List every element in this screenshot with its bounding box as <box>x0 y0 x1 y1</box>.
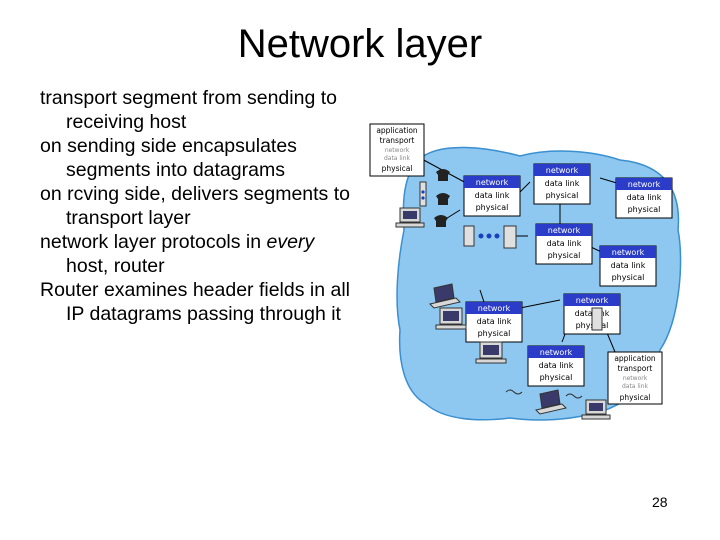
page-number: 28 <box>652 494 668 510</box>
router-1-physical: physical <box>476 203 509 212</box>
sender-protocol-stack: application transport network data link … <box>369 123 425 177</box>
slide-title: Network layer <box>237 22 483 66</box>
telephone-icon <box>434 215 448 227</box>
laptop-icon <box>535 389 567 415</box>
bullet-receiving-side: on rcving side, delivers segments to tra… <box>40 183 350 229</box>
wireless-icon <box>505 389 523 395</box>
bullet-every-emphasis: every <box>266 231 315 253</box>
server-icon <box>591 307 603 331</box>
router-4-network-box <box>536 224 592 236</box>
receiver-transport-layer: transport <box>618 364 653 373</box>
router-3-physical: physical <box>628 205 661 214</box>
router-3-data-link: data link <box>627 193 662 202</box>
router-2-network-box <box>534 164 590 176</box>
wireless-icons <box>505 389 583 399</box>
router-6-network: network <box>478 304 511 313</box>
router-3-network-box <box>616 178 672 190</box>
router-2-data-link: data link <box>545 179 580 188</box>
bullet-sending-side: on sending side encapsulates segments in… <box>40 135 297 181</box>
router-1-data-link: data link <box>475 191 510 200</box>
bullet-router-examines: Router examines header fields in all IP … <box>40 279 351 325</box>
router-1-network: network <box>476 178 509 187</box>
connector-dots <box>421 190 500 239</box>
telephone-icon <box>436 193 450 205</box>
receiver-physical-layer: physical <box>620 393 651 402</box>
router-6-physical: physical <box>478 329 511 338</box>
router-4-physical: physical <box>548 251 581 260</box>
server-icon <box>503 225 517 249</box>
server-icons <box>419 181 603 331</box>
bullet-transport-segment: transport segment from sending to receiv… <box>40 87 337 133</box>
laptop-icons <box>429 283 567 415</box>
router-4-network: network <box>548 226 581 235</box>
bullet-every-host-post: host, router <box>66 255 165 277</box>
router-6-data-link: data link <box>477 317 512 326</box>
sender-physical-layer: physical <box>382 164 413 173</box>
router-5-network-box <box>600 246 656 258</box>
router-7-network-box <box>564 294 620 306</box>
receiver-application-layer: application <box>614 354 656 363</box>
telephone-icons <box>434 169 450 227</box>
router-2-network: network <box>546 166 579 175</box>
router-7-network: network <box>576 296 609 305</box>
desktop-computer-icon <box>435 307 467 330</box>
server-icon <box>419 181 427 207</box>
server-icon <box>463 225 475 247</box>
router-5-network: network <box>612 248 645 257</box>
receiver-data-link-layer: data link <box>622 383 649 390</box>
network-diagram: application transport network data link … <box>369 123 682 421</box>
router-6-network-box <box>466 302 522 314</box>
wireless-icon <box>565 393 583 399</box>
receiver-stack-frame <box>607 351 663 405</box>
router-8-data-link: data link <box>539 361 574 370</box>
desktop-computer-icon <box>475 341 507 364</box>
sender-stack-frame <box>369 123 425 177</box>
router-8-network: network <box>540 348 573 357</box>
router-stack-8: network data link physical <box>527 345 585 387</box>
receiver-network-layer: network <box>623 375 648 382</box>
router-stack-2: network data link physical <box>533 163 591 205</box>
desktop-computer-icons <box>395 207 611 420</box>
router-5-data-link: data link <box>611 261 646 270</box>
router-stack-5: network data link physical <box>599 245 657 287</box>
sender-transport-layer: transport <box>380 136 415 145</box>
router-stack-6: network data link physical <box>465 301 523 343</box>
receiver-protocol-stack: application transport network data link … <box>607 351 663 405</box>
sender-network-layer: network <box>385 147 410 154</box>
router-2-physical: physical <box>546 191 579 200</box>
router-stack-3: network data link physical <box>615 177 673 219</box>
router-1-network-box <box>464 176 520 188</box>
router-4-data-link: data link <box>547 239 582 248</box>
router-stack-1: network data link physical <box>463 175 521 217</box>
bullet-every-host: network layer protocols in every host, r… <box>40 230 360 278</box>
desktop-computer-icon <box>581 399 611 420</box>
router-3-network: network <box>628 180 661 189</box>
sender-data-link-layer: data link <box>384 155 411 162</box>
router-8-network-box <box>528 346 584 358</box>
bullet-list: transport segment from sending to receiv… <box>40 86 360 326</box>
router-stack-4: network data link physical <box>535 223 593 265</box>
sender-application-layer: application <box>376 126 418 135</box>
desktop-computer-icon <box>395 207 425 228</box>
router-5-physical: physical <box>612 273 645 282</box>
router-8-physical: physical <box>540 373 573 382</box>
telephone-icon <box>436 169 450 181</box>
bullet-every-host-pre: network layer protocols in <box>40 231 267 253</box>
laptop-icon <box>429 283 461 309</box>
